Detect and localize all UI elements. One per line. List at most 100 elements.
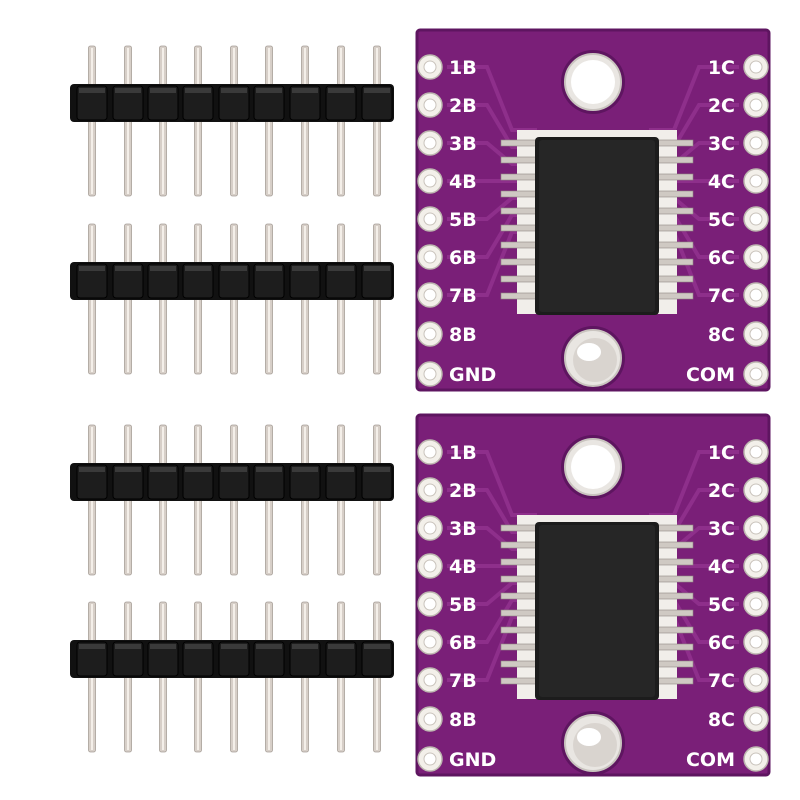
segment-shine bbox=[115, 644, 141, 649]
pin-label-right: 6C bbox=[708, 632, 735, 654]
chip-leg bbox=[656, 643, 694, 651]
chip-leg bbox=[500, 643, 538, 651]
pad-hole bbox=[423, 752, 437, 766]
chip-leg bbox=[500, 190, 538, 198]
chip-leg bbox=[500, 139, 538, 147]
header-segment bbox=[182, 641, 214, 677]
pad-hole bbox=[749, 212, 763, 226]
pad-right bbox=[743, 477, 769, 503]
pin-label-left: GND bbox=[449, 749, 496, 771]
pad-hole bbox=[423, 635, 437, 649]
pad-hole bbox=[749, 60, 763, 74]
ic-chip-icon bbox=[500, 130, 694, 315]
pad-hole bbox=[423, 212, 437, 226]
header-segment bbox=[361, 464, 393, 500]
hole-highlight bbox=[577, 343, 601, 361]
pad-left bbox=[417, 629, 443, 655]
chip-leg bbox=[656, 156, 694, 164]
segment-shine bbox=[328, 467, 354, 472]
header-segment bbox=[76, 641, 108, 677]
header-segment bbox=[289, 85, 321, 121]
chip-leg bbox=[500, 173, 538, 181]
header-segment bbox=[218, 641, 250, 677]
pad-hole bbox=[423, 559, 437, 573]
breakout-boards: 1B2B3B4B5B6B7B8BGND1C2C3C4C5C6C7C8CCOM1B… bbox=[415, 28, 771, 777]
chip-leg bbox=[500, 241, 538, 249]
header-segment bbox=[112, 464, 144, 500]
pin-label-right: 8C bbox=[708, 709, 735, 731]
header-segment bbox=[112, 263, 144, 299]
header-segment bbox=[76, 464, 108, 500]
pin-label-left: 7B bbox=[449, 670, 477, 692]
header-segment bbox=[182, 464, 214, 500]
segment-shine bbox=[221, 467, 247, 472]
segment-shine bbox=[292, 644, 318, 649]
chip-leg bbox=[500, 224, 538, 232]
header-segment bbox=[325, 263, 357, 299]
pin-header bbox=[70, 223, 394, 375]
ic-chip-icon bbox=[500, 515, 694, 700]
chip-leg bbox=[500, 258, 538, 266]
segment-shine bbox=[256, 644, 282, 649]
segment-shine bbox=[221, 266, 247, 271]
pin-label-right: 4C bbox=[708, 556, 735, 578]
pin-label-left: 8B bbox=[449, 324, 477, 346]
pad-hole bbox=[423, 483, 437, 497]
pin-label-left: 3B bbox=[449, 133, 477, 155]
pin-label-right: COM bbox=[686, 749, 735, 771]
chip-leg bbox=[500, 609, 538, 617]
pad-hole bbox=[423, 521, 437, 535]
chip-leg bbox=[656, 558, 694, 566]
mounting-hole-icon bbox=[561, 50, 625, 114]
mounting-hole-icon bbox=[561, 326, 625, 390]
pad-hole bbox=[749, 521, 763, 535]
pin-header bbox=[70, 45, 394, 197]
header-segment bbox=[218, 464, 250, 500]
chip-leg bbox=[656, 207, 694, 215]
header-segment bbox=[253, 263, 285, 299]
header-segment bbox=[112, 641, 144, 677]
pad-left bbox=[417, 706, 443, 732]
segment-shine bbox=[79, 644, 105, 649]
pad-hole bbox=[749, 327, 763, 341]
pad-left bbox=[417, 130, 443, 156]
pad-hole bbox=[423, 327, 437, 341]
mounting-hole-icon bbox=[561, 711, 625, 775]
pad-left bbox=[417, 477, 443, 503]
segment-shine bbox=[79, 88, 105, 93]
pin-label-right: 8C bbox=[708, 324, 735, 346]
segment-shine bbox=[328, 266, 354, 271]
segment-shine bbox=[292, 266, 318, 271]
header-segment bbox=[112, 85, 144, 121]
header-segment bbox=[253, 464, 285, 500]
pin-headers bbox=[70, 45, 394, 753]
chip-leg bbox=[500, 275, 538, 283]
pin-label-left: 3B bbox=[449, 518, 477, 540]
pad-hole bbox=[423, 250, 437, 264]
chip-leg bbox=[656, 524, 694, 532]
chip-leg bbox=[656, 241, 694, 249]
pad-right bbox=[743, 206, 769, 232]
chip-leg bbox=[500, 292, 538, 300]
pad-hole bbox=[749, 712, 763, 726]
pad-right bbox=[743, 361, 769, 387]
pin-label-left: 2B bbox=[449, 480, 477, 502]
pin-label-left: 5B bbox=[449, 594, 477, 616]
pad-left bbox=[417, 746, 443, 772]
segment-shine bbox=[328, 88, 354, 93]
segment-shine bbox=[221, 88, 247, 93]
pad-right bbox=[743, 667, 769, 693]
pad-left bbox=[417, 515, 443, 541]
segment-shine bbox=[185, 467, 211, 472]
segment-shine bbox=[256, 266, 282, 271]
header-segment bbox=[182, 85, 214, 121]
segment-shine bbox=[150, 644, 176, 649]
pad-left bbox=[417, 168, 443, 194]
chip-leg bbox=[500, 558, 538, 566]
chip-leg bbox=[656, 575, 694, 583]
chip-leg bbox=[656, 292, 694, 300]
pin-label-right: COM bbox=[686, 364, 735, 386]
chip-leg bbox=[656, 592, 694, 600]
pad-right bbox=[743, 515, 769, 541]
